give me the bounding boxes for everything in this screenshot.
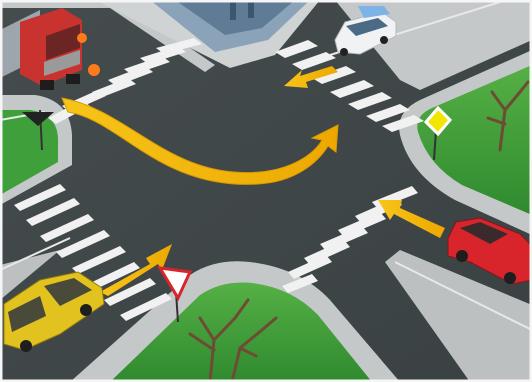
intersection-scene (0, 0, 532, 382)
intersection-illustration (0, 0, 532, 382)
